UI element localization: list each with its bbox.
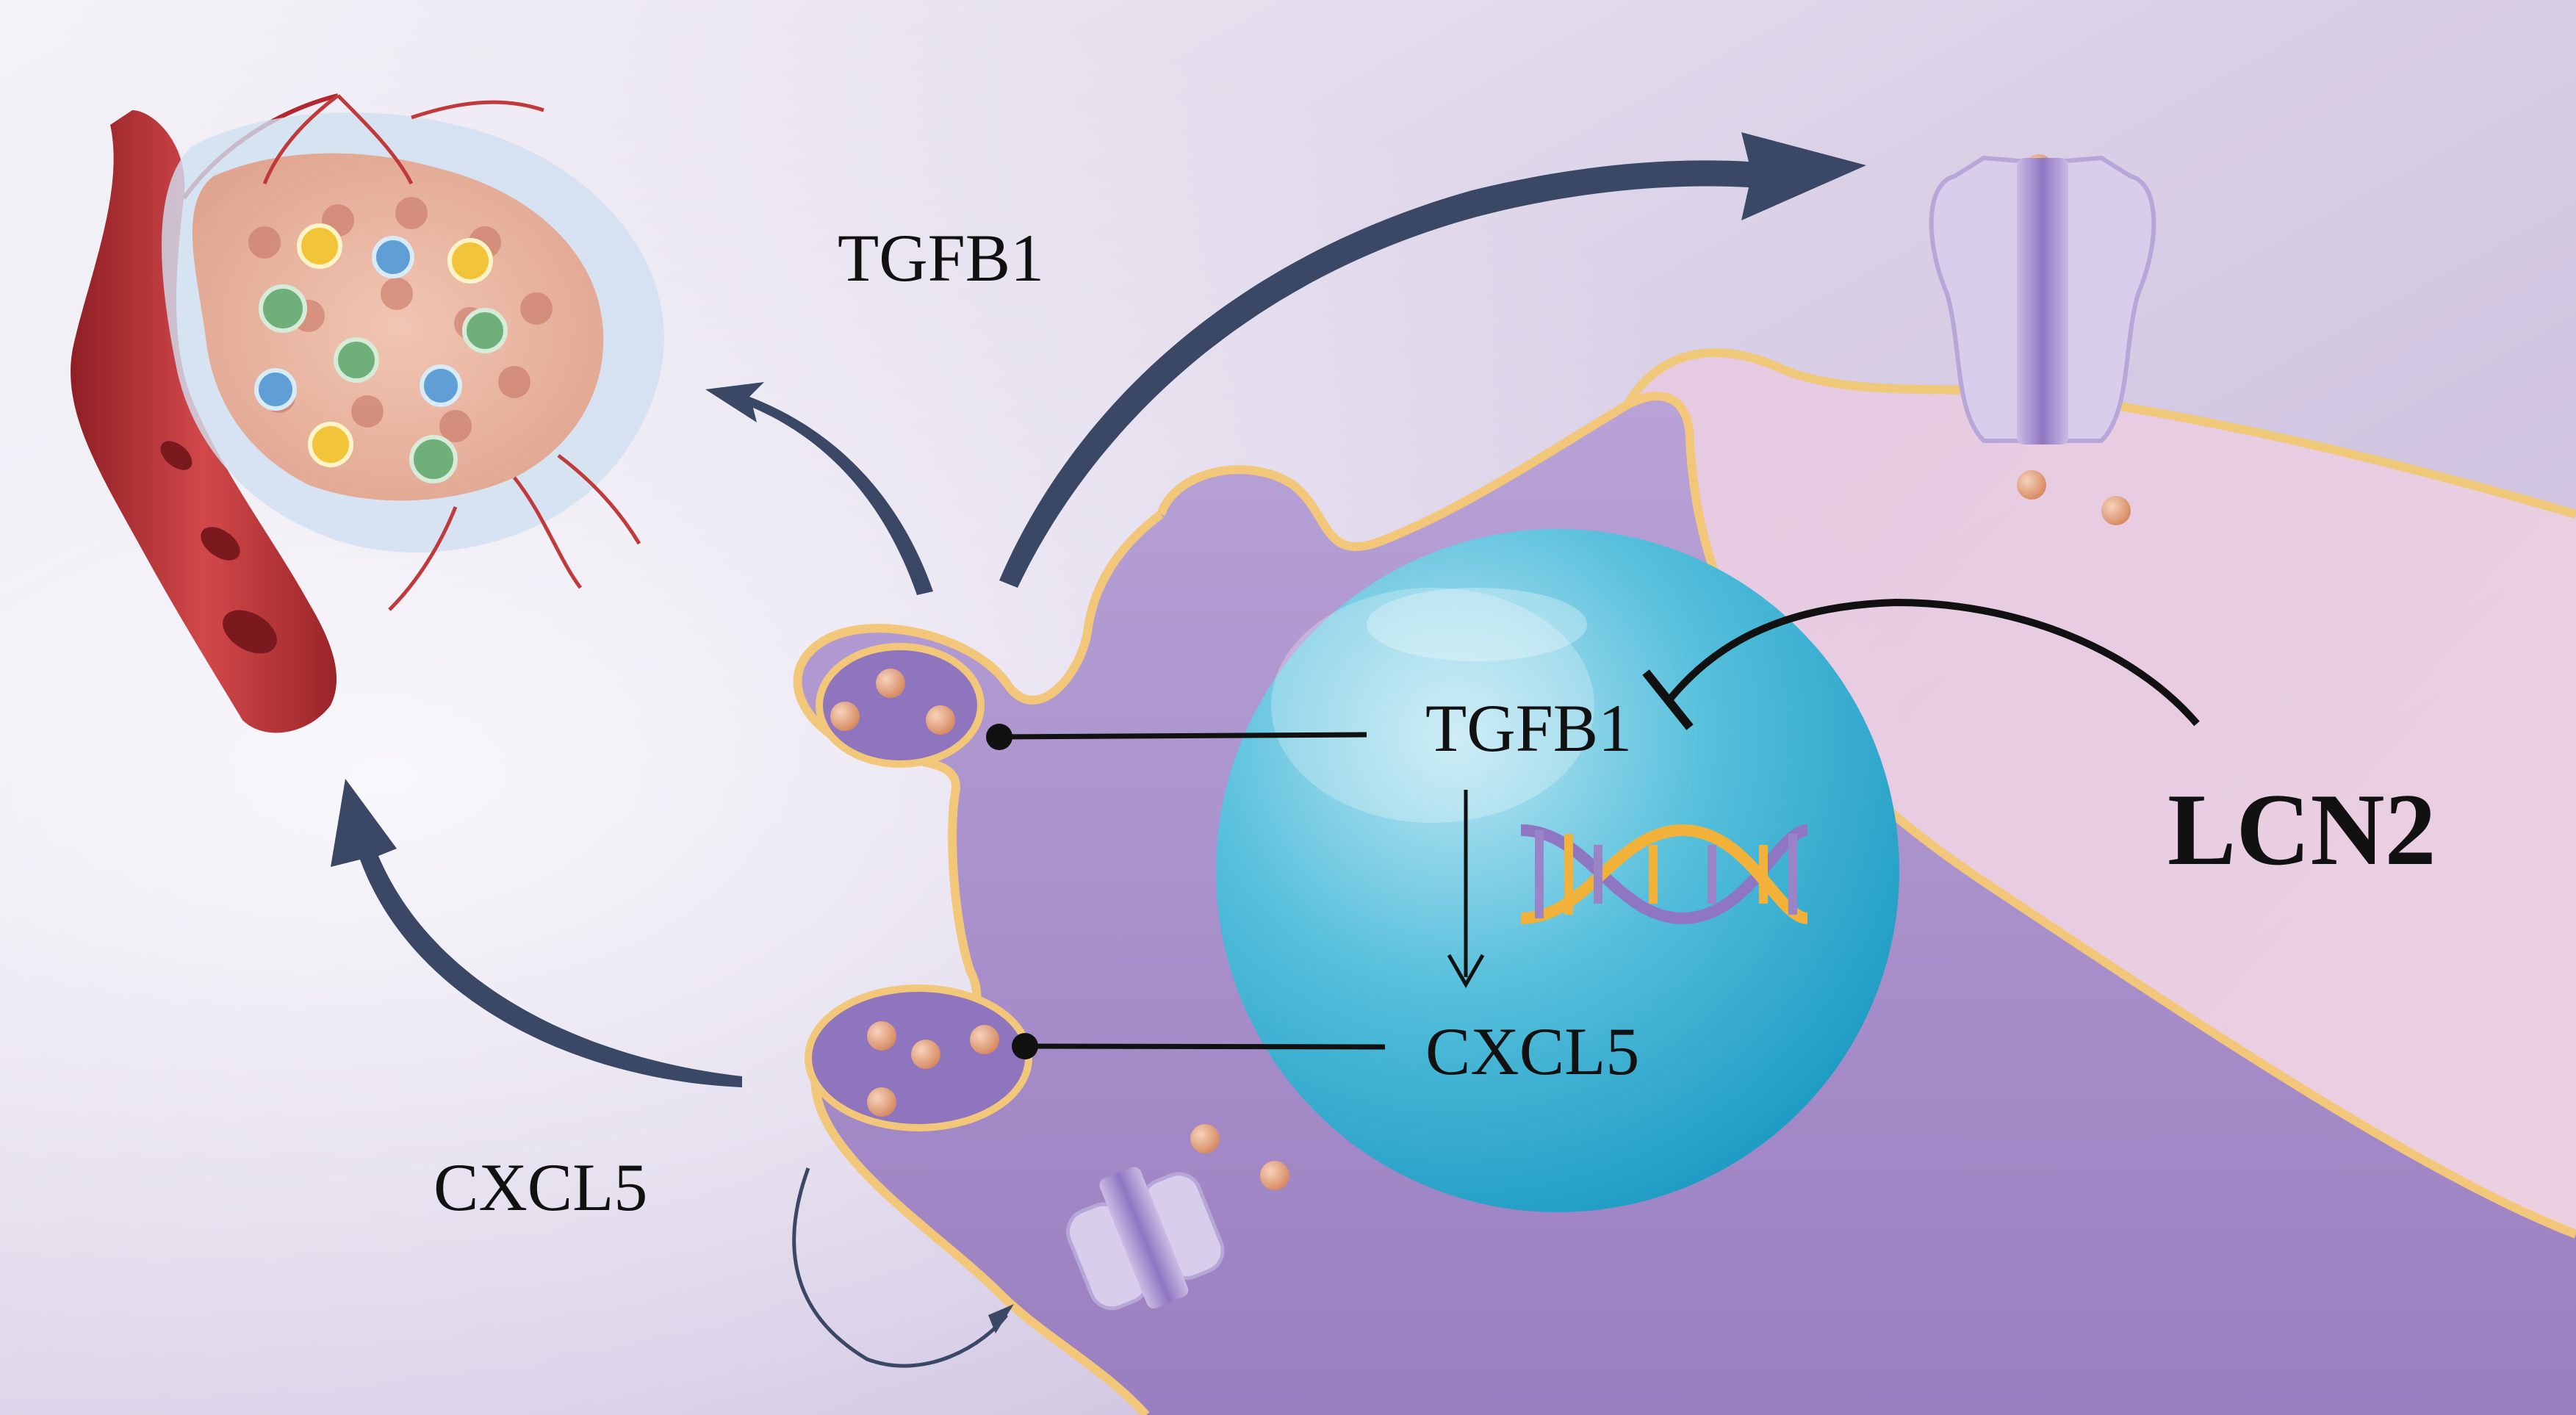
recycle-arrow: [792, 1167, 1014, 1368]
lcn2-label: LCN2: [2167, 773, 2436, 887]
nucleus: [1216, 529, 1899, 1212]
dna-helix-icon: [1520, 824, 1809, 925]
lcn2-inhibition: [1642, 598, 2200, 730]
expression-connectors: [986, 724, 1485, 1059]
membrane-channel-icon: [1065, 1167, 1225, 1311]
cxcl5-gene-label: CXCL5: [1425, 1014, 1640, 1089]
tgfb1-secreted-label: TGFB1: [838, 220, 1045, 295]
membrane-channel-icon: [1929, 155, 2156, 444]
tumor-cluster-icon: [162, 94, 664, 611]
secretion-arrows: [331, 132, 1866, 1087]
cxcl5-secreted-label: CXCL5: [433, 1150, 648, 1225]
tgfb1-gene-label: TGFB1: [1425, 691, 1633, 766]
